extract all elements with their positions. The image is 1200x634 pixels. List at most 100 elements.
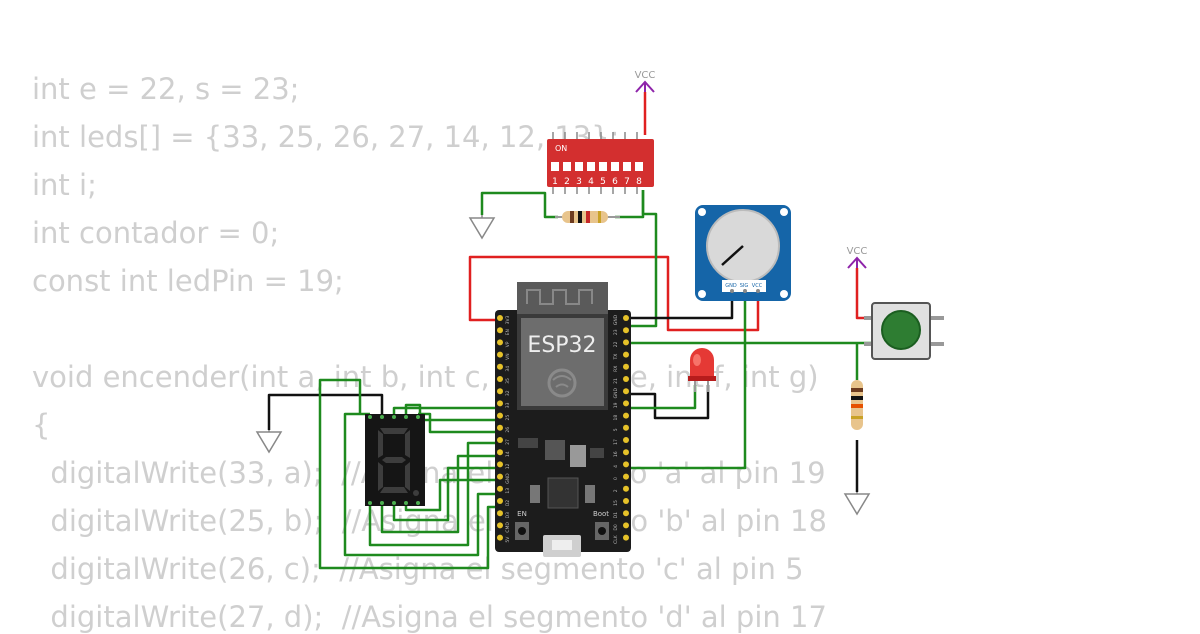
left-header-pin xyxy=(497,351,503,358)
dip-number: 6 xyxy=(612,177,618,187)
seven-segments xyxy=(378,428,419,496)
right-header-pin xyxy=(623,485,629,492)
esp32-chip-label: ESP32 xyxy=(527,333,596,358)
right-header-pin xyxy=(623,376,629,382)
right-pin-label: D0 xyxy=(613,524,619,530)
right-pin-label: CLK xyxy=(613,534,619,544)
push-button-cap[interactable] xyxy=(881,310,921,350)
right-pin-label: 15 xyxy=(613,500,619,506)
wire-7seg-extra xyxy=(318,378,500,570)
left-pin-label: VN xyxy=(505,353,511,359)
wire-led-anode xyxy=(626,385,710,420)
left-pin-label: 5V xyxy=(505,536,511,543)
left-pin-label: 35 xyxy=(505,378,511,384)
left-header-pin xyxy=(497,473,503,480)
pot-pin xyxy=(743,289,747,293)
left-pin-label: 32 xyxy=(505,390,511,396)
right-header-pin xyxy=(623,351,629,358)
left-header-pin xyxy=(497,424,503,431)
right-header-pin xyxy=(623,498,629,504)
left-header-pin xyxy=(497,498,503,504)
pot-pin xyxy=(730,289,734,293)
right-header-pin xyxy=(623,461,629,468)
left-pin-label: 25 xyxy=(505,415,511,421)
wire-7seg-b xyxy=(404,403,500,422)
dip-number: 8 xyxy=(636,177,642,187)
right-pin-label: 18 xyxy=(613,415,619,421)
left-pin-label: 3V3 xyxy=(505,315,511,324)
wire-7seg-e xyxy=(380,454,500,534)
left-header-pin xyxy=(497,376,503,382)
left-header-pin xyxy=(497,388,503,395)
right-pin-label: 19 xyxy=(613,402,619,408)
right-header-pin xyxy=(623,363,629,370)
wire-7seg-g xyxy=(404,478,500,512)
right-header-pin xyxy=(623,534,629,541)
wire-dip-ground xyxy=(480,191,558,219)
left-header-pin xyxy=(497,534,503,541)
vcc-label: VCC xyxy=(847,246,868,257)
seven-segment-pins xyxy=(368,415,420,505)
dip-number: 4 xyxy=(588,177,594,187)
code-line: int contador = 0; xyxy=(32,216,280,250)
left-pin-label: D2 xyxy=(505,500,511,506)
vcc-icon xyxy=(635,80,655,93)
wire-7seg-d xyxy=(368,441,500,547)
left-pin-label: 34 xyxy=(505,366,511,372)
right-pin-label: TX xyxy=(613,354,619,361)
vcc-icon xyxy=(847,256,867,269)
dip-number: 2 xyxy=(564,177,570,187)
right-pin-label: 2 xyxy=(613,489,619,492)
right-pin-label: GND xyxy=(613,314,619,325)
right-header-pin xyxy=(623,412,629,419)
left-pin-label: 33 xyxy=(505,402,511,408)
right-header-pin xyxy=(623,522,629,529)
left-pin-label: CMD xyxy=(505,522,511,533)
code-line: int e = 22, s = 23; xyxy=(32,72,300,106)
ground-symbols xyxy=(255,215,871,516)
ground-icon xyxy=(255,430,283,454)
vcc-label: VCC xyxy=(635,70,656,81)
esp32-pins: 3V3ENVPVN343532332526271412GND13D2D3CMD5… xyxy=(497,314,629,544)
right-pin-label: 21 xyxy=(613,378,619,384)
wire-led-cathode xyxy=(626,385,697,410)
left-header-pin xyxy=(497,400,503,407)
right-pin-label: 22 xyxy=(613,341,619,347)
pulldown-resistor xyxy=(851,380,863,430)
right-header-pin xyxy=(623,339,629,346)
wire-7seg-c xyxy=(418,412,500,434)
left-header-pin xyxy=(497,327,503,334)
code-line: { xyxy=(32,408,51,442)
left-pin-label: 13 xyxy=(505,488,511,494)
wire-7seg-dp xyxy=(343,412,500,557)
espressif-logo-icon xyxy=(547,368,577,398)
left-header-pin xyxy=(497,485,503,492)
wire-7seg-a xyxy=(392,406,500,414)
right-pin-label: 0 xyxy=(613,477,619,480)
right-pin-label: D1 xyxy=(613,512,619,518)
left-pin-label: EN xyxy=(505,329,511,335)
right-pin-label: 23 xyxy=(613,329,619,335)
wire-dip-signal xyxy=(626,190,658,328)
pot-pin-label: VCC xyxy=(752,283,763,289)
resistor xyxy=(555,211,620,223)
wire-7seg-f xyxy=(392,466,500,522)
wire-pot-sig xyxy=(626,292,747,470)
right-pin-label: RX xyxy=(613,366,619,372)
dip-on-label: ON xyxy=(555,144,567,153)
push-button[interactable] xyxy=(864,302,944,360)
dip-number: 7 xyxy=(624,177,630,187)
left-pin-label: 14 xyxy=(505,451,511,457)
esp32-board: ESP32 EN Boot 3V3ENVPVN34353233252627141… xyxy=(495,282,631,557)
pot-pin-label: SIG xyxy=(740,283,749,289)
seven-segment-display xyxy=(365,414,425,506)
dip-pins-top xyxy=(552,132,638,194)
left-pin-label: 27 xyxy=(505,439,511,445)
ground-icon xyxy=(468,215,496,240)
code-line: const int ledPin = 19; xyxy=(32,264,344,298)
